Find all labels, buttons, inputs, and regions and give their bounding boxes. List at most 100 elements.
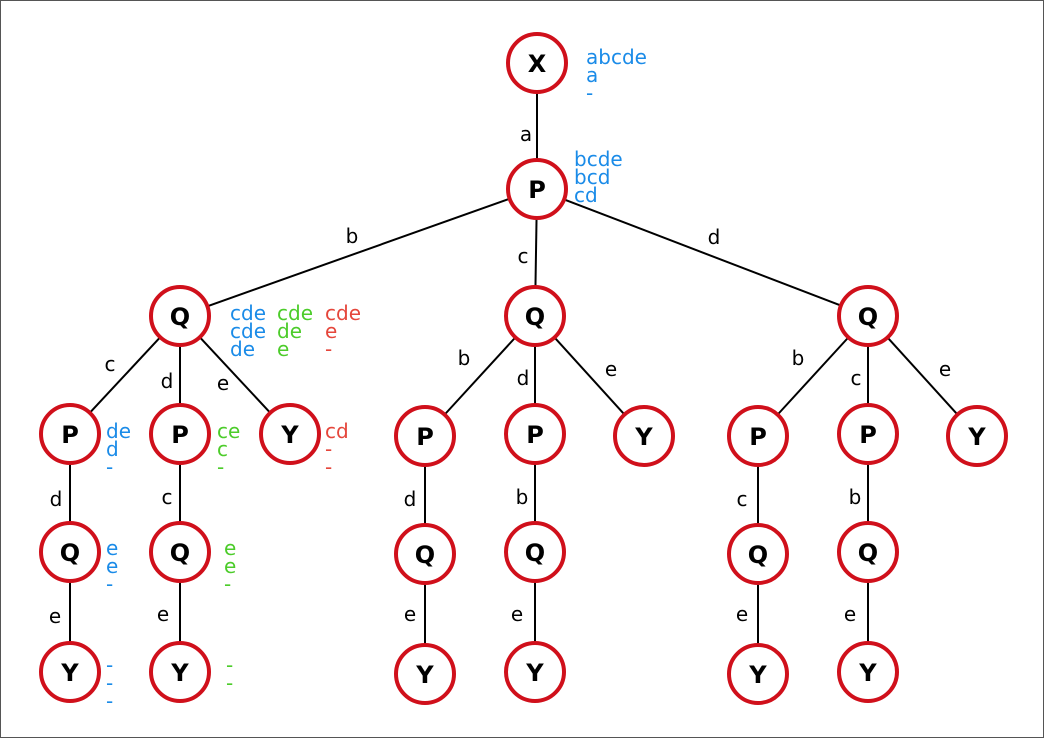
node-circle	[39, 521, 101, 583]
node-circle	[394, 405, 456, 467]
node-label: Q	[415, 541, 435, 569]
edge-label: d	[517, 366, 530, 390]
edge-label: a	[520, 122, 532, 146]
node-n13: P	[504, 403, 566, 465]
edge-label: d	[708, 225, 721, 249]
node-circle	[39, 403, 101, 465]
annotations-layer: abcdea-bcdebcdcdcdecdedecdedeecdee-ded-c…	[106, 45, 647, 713]
edge-label: e	[844, 602, 856, 626]
node-n7: Y	[259, 403, 321, 465]
annotation-line: e	[277, 337, 289, 361]
annotation-line: e	[224, 536, 236, 560]
node-label: P	[749, 423, 767, 451]
edge-label: e	[49, 604, 61, 628]
annotation-line: cde	[230, 319, 266, 343]
node-circle	[149, 641, 211, 703]
node-circle	[946, 405, 1008, 467]
node-circle	[727, 523, 789, 585]
edge-label: d	[161, 369, 174, 393]
annotation-line: cd	[325, 419, 349, 443]
node-label: Q	[170, 539, 190, 567]
node-circle	[727, 405, 789, 467]
annotation-line: cde	[325, 301, 361, 325]
annotation-line: cd	[574, 183, 598, 207]
node-label: Y	[858, 659, 877, 687]
annotation-line: e	[106, 554, 118, 578]
node-n15: Q	[394, 523, 456, 585]
annotation-line: cde	[230, 301, 266, 325]
node-label: Q	[170, 303, 190, 331]
node-circle	[39, 641, 101, 703]
node-n0: X	[506, 32, 568, 94]
annotation-line: e	[106, 536, 118, 560]
node-circle	[506, 32, 568, 94]
node-circle	[149, 403, 211, 465]
edge-n2-n7	[199, 336, 271, 414]
annotation-line: e	[224, 554, 236, 578]
node-circle	[394, 643, 456, 705]
annotation-ann-y-e: cd--	[325, 419, 349, 479]
node-n17: Y	[394, 643, 456, 705]
edge-label: b	[792, 346, 805, 370]
node-circle	[394, 523, 456, 585]
annotation-line: de	[106, 419, 131, 443]
node-n12: P	[394, 405, 456, 467]
annotation-line: -	[217, 455, 224, 479]
annotation-line: -	[325, 455, 332, 479]
node-circle	[504, 521, 566, 583]
edge-label: d	[404, 487, 417, 511]
edge-label: c	[851, 366, 862, 390]
node-label: P	[61, 421, 79, 449]
node-circle	[149, 285, 211, 347]
node-circle	[837, 403, 899, 465]
node-circle	[837, 285, 899, 347]
annotation-line: de	[277, 319, 302, 343]
annotation-line: -	[325, 337, 332, 361]
annotation-line: e	[325, 319, 337, 343]
node-label: Y	[415, 661, 434, 689]
node-label: Y	[170, 659, 189, 687]
edge-label: e	[404, 602, 416, 626]
annotation-line: -	[224, 572, 231, 596]
node-label: Y	[967, 423, 986, 451]
node-n18: Y	[504, 641, 566, 703]
node-n14: Y	[613, 405, 675, 467]
node-label: Q	[525, 539, 545, 567]
annotation-ann-y-dce: --	[226, 653, 233, 695]
node-label: Y	[748, 661, 767, 689]
annotation-line: c	[217, 437, 228, 461]
node-circle	[504, 403, 566, 465]
edge-n1-n3	[534, 217, 538, 288]
annotation-line: -	[106, 572, 113, 596]
edge-n1-n2	[206, 197, 511, 308]
node-n6: P	[149, 403, 211, 465]
annotation-ann-y-cde: ---	[106, 653, 113, 713]
edge-label: e	[157, 602, 169, 626]
node-circle	[727, 643, 789, 705]
edge-label: e	[939, 357, 951, 381]
node-n2: Q	[149, 285, 211, 347]
node-n24: Y	[727, 643, 789, 705]
node-n11: Y	[149, 641, 211, 703]
annotation-line: abcde	[586, 45, 647, 69]
annotation-line: d	[106, 437, 119, 461]
node-circle	[504, 641, 566, 703]
node-n1: P	[506, 158, 568, 220]
edge-label: d	[50, 487, 63, 511]
node-n9: Q	[149, 521, 211, 583]
node-label: Q	[748, 541, 768, 569]
edge-n3-n14	[553, 336, 626, 416]
node-n25: Y	[837, 641, 899, 703]
annotation-line: ce	[217, 419, 240, 443]
node-circle	[149, 521, 211, 583]
edge-label: c	[737, 487, 748, 511]
annotation-line: -	[325, 437, 332, 461]
annotation-line: -	[226, 653, 233, 677]
annotation-line: -	[106, 455, 113, 479]
